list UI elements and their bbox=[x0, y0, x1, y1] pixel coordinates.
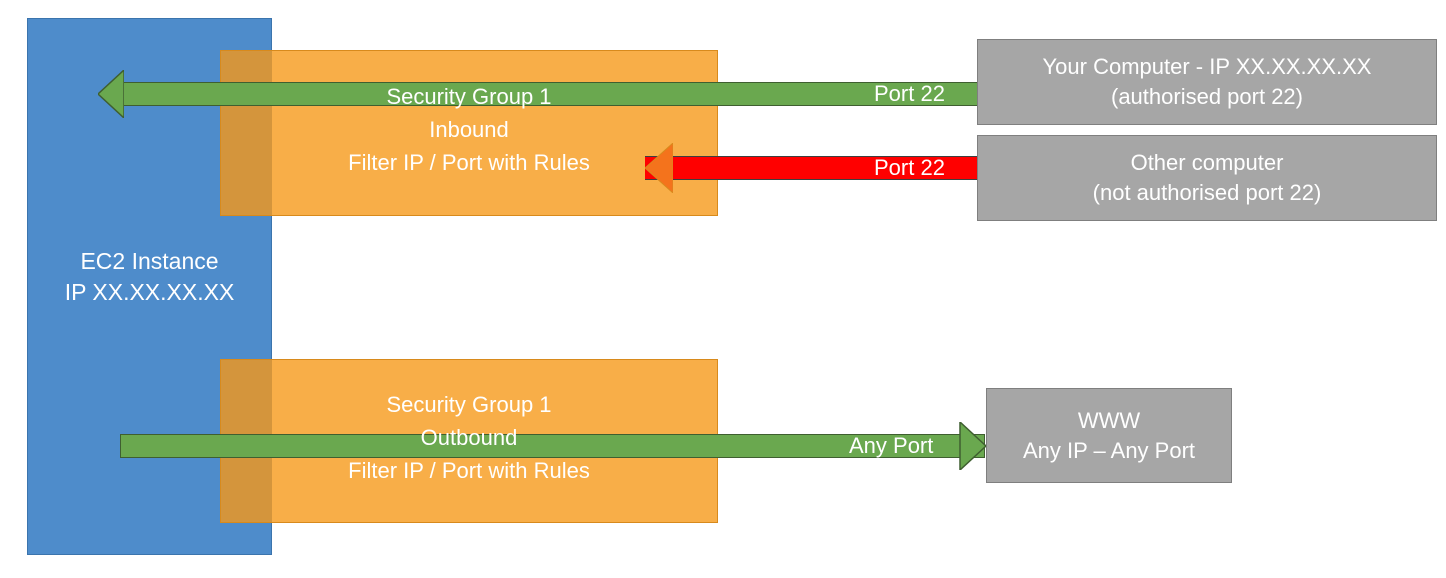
endpoint-www-line2: Any IP – Any Port bbox=[1022, 437, 1196, 463]
endpoint-your-computer-box: Your Computer - IP XX.XX.XX.XX (authoris… bbox=[977, 39, 1437, 125]
endpoint-other-computer-line2: (not authorised port 22) bbox=[1092, 180, 1322, 205]
endpoint-other-computer-box: Other computer (not authorised port 22) bbox=[977, 135, 1437, 221]
endpoint-your-computer-line1: Your Computer - IP XX.XX.XX.XX bbox=[1042, 54, 1372, 79]
arrow-left-green-icon bbox=[96, 68, 125, 120]
arrow-right-green-icon bbox=[940, 420, 988, 472]
endpoint-www-box: WWW Any IP – Any Port bbox=[986, 388, 1232, 483]
endpoint-other-computer-line1: Other computer bbox=[1130, 150, 1284, 175]
security-group-inbound-box bbox=[220, 50, 718, 216]
allowed-inbound-flow-band bbox=[122, 82, 977, 106]
blocked-inbound-flow-band bbox=[645, 156, 977, 180]
arrow-left-orange-icon bbox=[644, 141, 674, 195]
allowed-outbound-flow-band bbox=[120, 434, 985, 458]
endpoint-your-computer-line2: (authorised port 22) bbox=[1111, 84, 1303, 109]
endpoint-www-line1: WWW bbox=[1077, 407, 1141, 433]
